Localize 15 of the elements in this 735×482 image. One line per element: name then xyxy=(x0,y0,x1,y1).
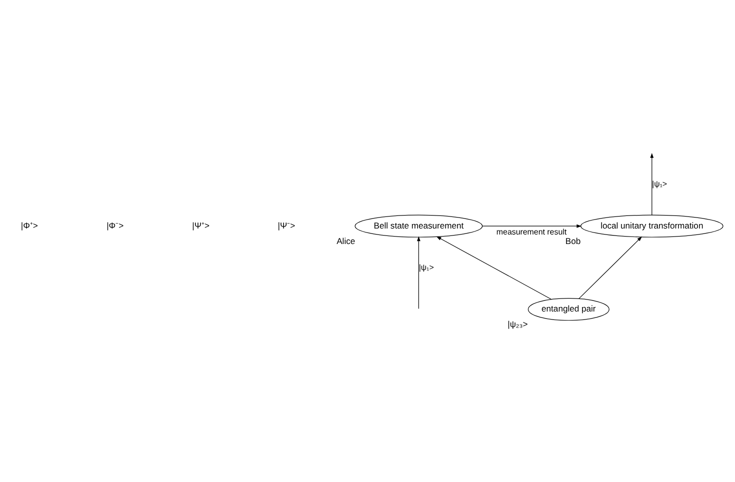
arrow xyxy=(482,224,582,228)
node-ellipse: entangled pair xyxy=(527,298,609,320)
label: |Ψ⁻> xyxy=(277,220,295,230)
arrow xyxy=(436,236,552,300)
arrow xyxy=(650,152,654,215)
label: |Φ⁺> xyxy=(20,220,38,230)
node-label: Alice xyxy=(336,235,355,246)
node-ellipse: Bell state measurement xyxy=(354,214,482,237)
arrow xyxy=(578,236,642,298)
node-label: Bob xyxy=(564,235,580,246)
arrow xyxy=(416,236,420,308)
node-ellipse: local unitary transformation xyxy=(580,214,723,237)
label: |Φ⁻> xyxy=(106,220,124,230)
label: |Ψ⁺> xyxy=(192,220,209,230)
node-label: |ψ₂₃> xyxy=(507,318,528,329)
